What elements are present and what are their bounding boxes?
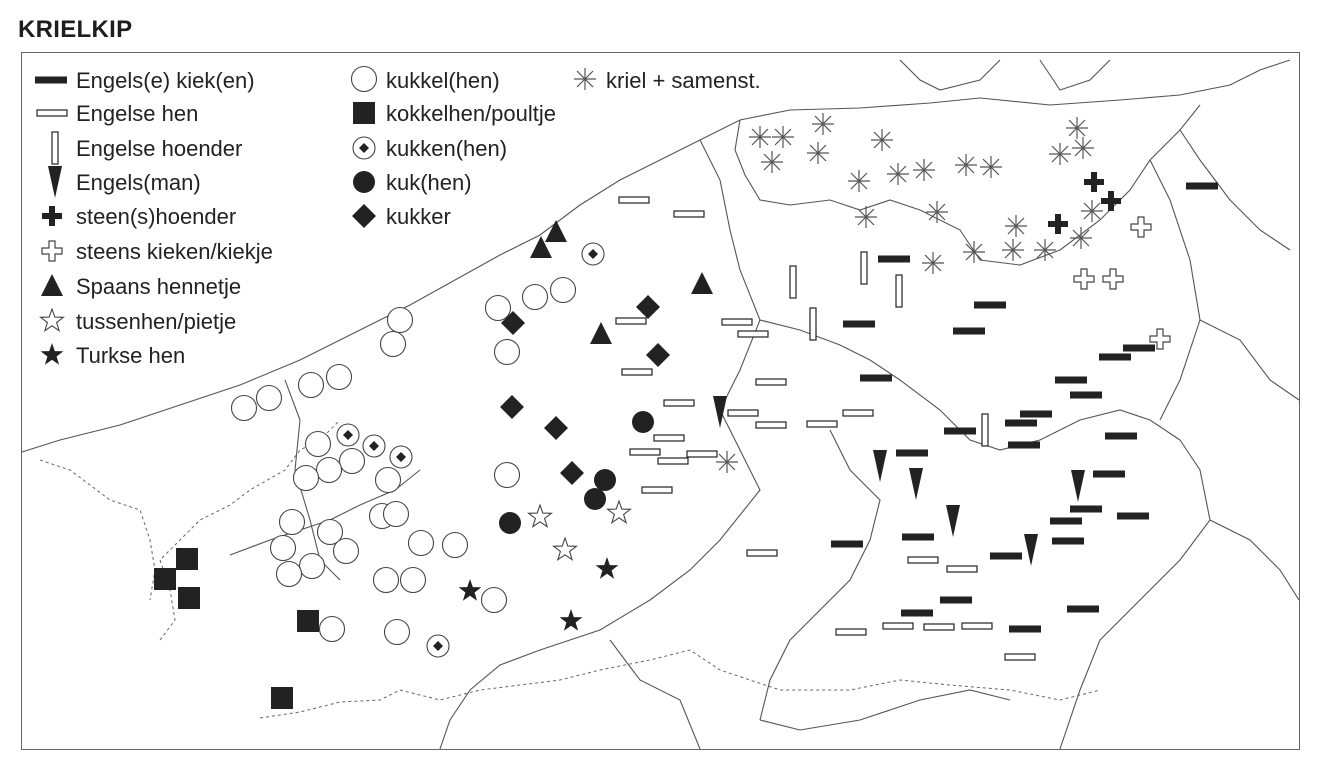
legend-item-kukker: kukker xyxy=(352,204,451,229)
legend-item-tussenhen: tussenhen/pietje xyxy=(40,308,236,334)
legend-label-kukker: kukker xyxy=(386,204,451,229)
legend-label-spaans: Spaans hennetje xyxy=(76,274,241,299)
legend-item-kokkelhen: kokkelhen/poultje xyxy=(353,101,556,126)
legend-label-kukkel: kukkel(hen) xyxy=(386,68,500,93)
legend-label-kokkelhen: kokkelhen/poultje xyxy=(386,101,556,126)
legend-item-engelsman: Engels(man) xyxy=(48,166,201,198)
map-title: KRIELKIP xyxy=(18,16,133,43)
legend-label-engelse-hoender: Engelse hoender xyxy=(76,136,242,161)
legend-label-engelsman: Engels(man) xyxy=(76,170,201,195)
legend-label-steenshoender: steen(s)hoender xyxy=(76,204,236,229)
legend-item-spaans: Spaans hennetje xyxy=(41,274,241,299)
legend-item-turkse: Turkse hen xyxy=(40,343,185,368)
legend-label-engels-kiek: Engels(e) kiek(en) xyxy=(76,68,255,93)
legend-label-engelse-hen: Engelse hen xyxy=(76,101,198,126)
region-boundaries xyxy=(21,59,1300,750)
legend-label-kukken: kukken(hen) xyxy=(386,136,507,161)
legend-item-engelse-hen: Engelse hen xyxy=(36,101,198,126)
legend-item-kukken: kukken(hen) xyxy=(352,136,507,161)
legend: Engels(e) kiek(en) Engelse hen Engelse h… xyxy=(35,65,761,368)
legend-label-kriel: kriel + samenst. xyxy=(606,68,761,93)
map-frame: Engels(e) kiek(en) Engelse hen Engelse h… xyxy=(21,52,1300,750)
legend-item-kriel: kriel + samenst. xyxy=(573,67,761,93)
legend-label-turkse: Turkse hen xyxy=(76,343,185,368)
legend-item-engels-kiek: Engels(e) kiek(en) xyxy=(35,68,255,93)
legend-item-kuk: kuk(hen) xyxy=(353,170,472,195)
legend-label-steens-kieken: steens kieken/kiekje xyxy=(76,239,273,264)
legend-label-kuk: kuk(hen) xyxy=(386,170,472,195)
legend-item-steenshoender: steen(s)hoender xyxy=(42,204,236,229)
legend-label-tussenhen: tussenhen/pietje xyxy=(76,309,236,334)
legend-item-kukkel: kukkel(hen) xyxy=(350,65,500,93)
legend-item-engelse-hoender: Engelse hoender xyxy=(51,131,242,165)
legend-item-steens-kieken: steens kieken/kiekje xyxy=(41,239,273,264)
